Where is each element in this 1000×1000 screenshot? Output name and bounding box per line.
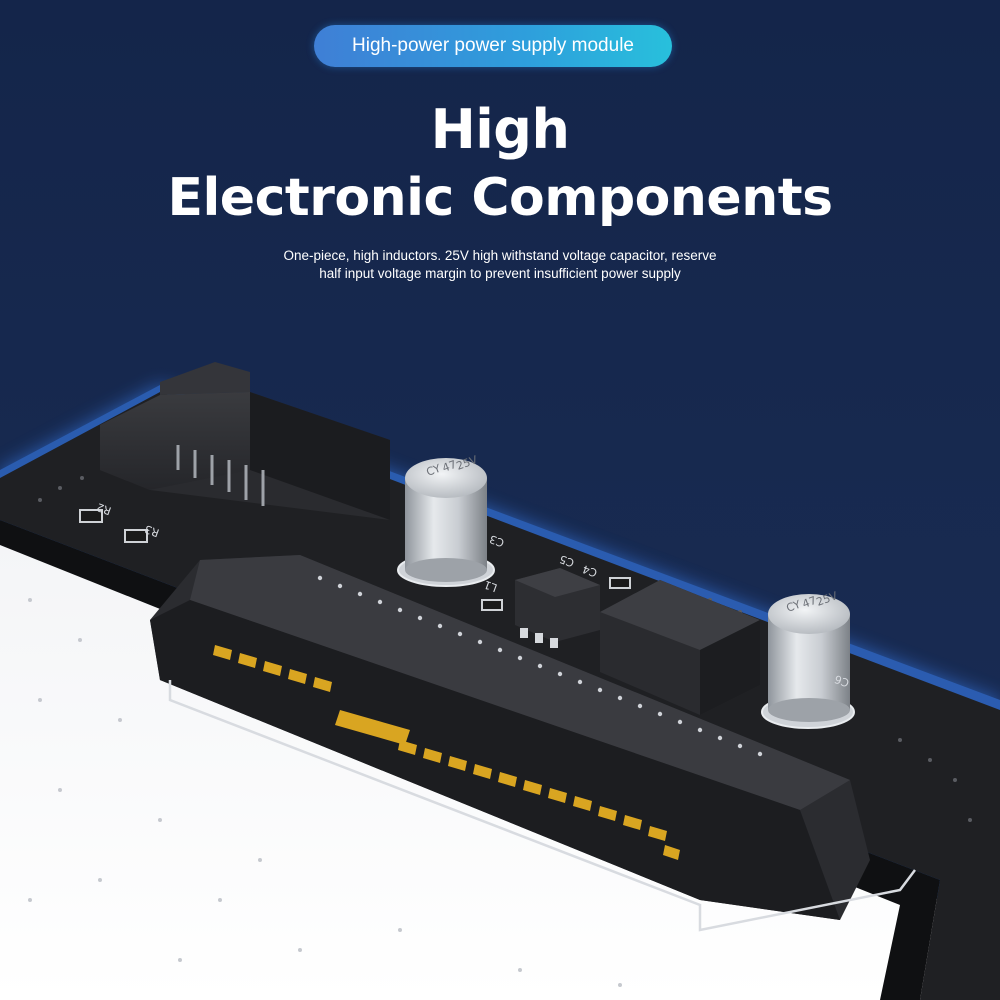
svg-text:C5: C5 [558, 552, 576, 569]
silkscreen-labels: R2 R3 C3 C5 C4 L1 C6 [95, 500, 851, 689]
svg-text:CY: CY [425, 462, 443, 479]
svg-text:47: 47 [441, 458, 459, 475]
smd-resistors [79, 509, 631, 611]
sata-edge-connector [150, 555, 870, 920]
description-line-1: One-piece, high inductors. 25V high with… [283, 248, 717, 263]
headline-line-2: Electronic Components [167, 168, 833, 228]
svg-text:R3: R3 [143, 522, 161, 539]
inductor [600, 580, 760, 715]
svg-text:47: 47 [801, 594, 819, 611]
svg-text:C3: C3 [488, 532, 506, 549]
capacitor-left: CY 47 25V [397, 453, 495, 587]
svg-text:C6: C6 [833, 672, 851, 689]
svg-text:C4: C4 [581, 562, 599, 579]
capacitor-right: CY 47 25V [761, 589, 855, 729]
surface-dots [28, 598, 622, 987]
sata-power-connector [100, 362, 390, 520]
headline-line-1: High [430, 98, 570, 161]
ic-chip [515, 568, 600, 648]
description-line-2: half input voltage margin to prevent ins… [319, 266, 681, 281]
svg-text:CY: CY [785, 598, 803, 615]
pcb-board-edge [0, 520, 940, 1000]
section-pill-label: High-power power supply module [314, 25, 672, 67]
svg-text:R2: R2 [95, 500, 113, 517]
svg-text:L1: L1 [482, 578, 499, 595]
silkscreen-outline [168, 680, 916, 932]
